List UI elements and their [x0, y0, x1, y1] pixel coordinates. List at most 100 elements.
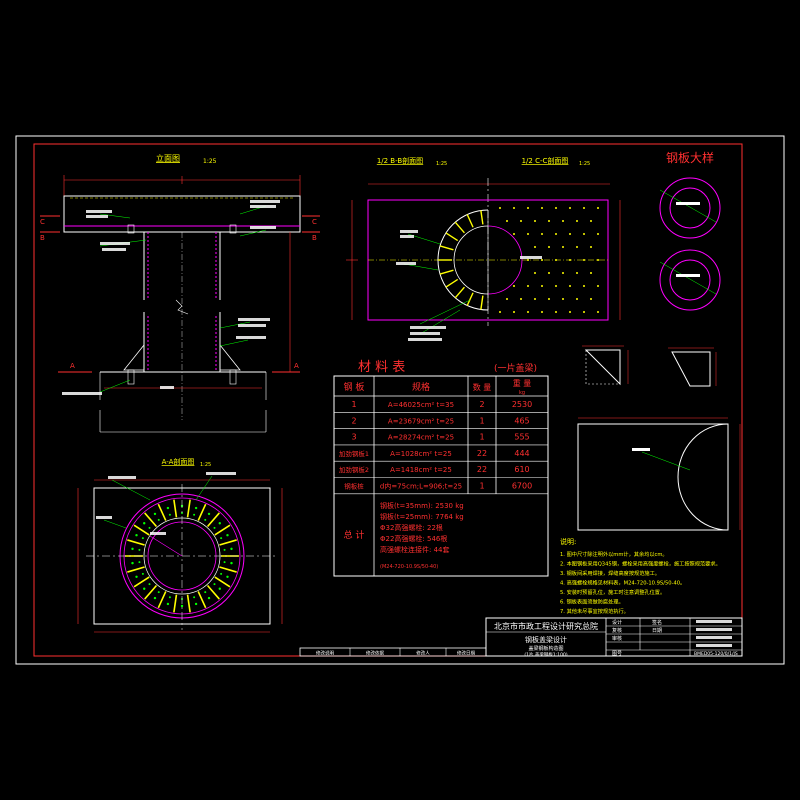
revision-strip: 修改说明 修改依据 修改人 修改日期: [299, 647, 487, 657]
note-line: 4. 高强螺栓规格见材料表，M24-720-10.9S/50-40。: [560, 579, 685, 587]
note-line: 5. 安装时预留孔位，施工时注意调整孔位置。: [560, 588, 665, 596]
table-cell-spec: d内=75cm;L=906;t=25: [380, 482, 462, 491]
material-note: (一片盖梁): [494, 362, 537, 374]
bolt-dot: [548, 220, 550, 222]
bolt-dot: [223, 561, 226, 564]
elevation-view: 立面图 1:25: [40, 153, 320, 433]
table-cell-name: 钢板桩: [344, 482, 364, 491]
bolt-dot: [226, 575, 229, 578]
section-mark-c-left: C: [40, 218, 45, 226]
stiffener-mark: [144, 584, 158, 600]
bolt-dot: [513, 285, 515, 287]
date-label: 日期: [652, 628, 662, 634]
bolt-dot: [220, 537, 223, 540]
note-line: 3. 钢板间采用焊接，焊缝高度按规范施工。: [560, 569, 660, 577]
header-spec: 规格: [412, 381, 430, 393]
bolt-dot: [131, 561, 134, 565]
bolt-dot: [527, 259, 529, 261]
elevation-scale: 1:25: [203, 158, 217, 165]
outer-border: [15, 135, 785, 665]
header-plate: 钢 板: [344, 381, 365, 393]
section-mark-a-left: A: [70, 362, 75, 370]
bolt-dot: [597, 207, 599, 209]
bolt-dot: [138, 548, 141, 551]
bolt-dot: [583, 285, 585, 287]
bolt-dot: [569, 233, 571, 235]
section-aa-title: A-A剖面图: [162, 457, 195, 466]
table-cell-name: 3: [351, 433, 356, 442]
stiffener-mark: [173, 594, 178, 613]
stiffener-mark: [439, 269, 454, 275]
table-cell-weight: 555: [514, 433, 529, 442]
total-label: 总 计: [344, 529, 365, 541]
stiffener-mark: [219, 539, 237, 546]
bolt-dot: [223, 548, 226, 551]
bolt-dot: [218, 522, 221, 525]
bolt-dot: [499, 207, 501, 209]
bolt-dot: [562, 272, 564, 274]
material-title: 材 料 表: [358, 360, 405, 375]
detail-title: 钢板大样: [666, 150, 714, 165]
stiffener-mark: [219, 566, 237, 573]
note-line: 7. 其他未尽事宜按规范执行。: [560, 607, 629, 615]
table-cell-weight: 444: [514, 449, 529, 458]
bolt-dot: [148, 583, 151, 586]
bolt-dot: [555, 285, 557, 287]
bolt-dot: [534, 220, 536, 222]
table-cell-name: 加劲钢板1: [339, 449, 369, 458]
elevation-title: 立面图: [156, 153, 180, 163]
table-cell-spec: A=28274cm² t=25: [388, 434, 454, 442]
bolt-dot: [590, 220, 592, 222]
header-qty: 数 量: [473, 382, 492, 392]
role-check: 复核: [612, 627, 622, 634]
bolt-dot: [576, 298, 578, 300]
total-line: Φ22高强螺栓: 546根: [380, 534, 447, 543]
table-cell-qty: 1: [479, 482, 484, 491]
bolt-dot: [213, 526, 216, 529]
stiffener-mark: [127, 566, 145, 573]
stiffener-mark: [186, 594, 191, 613]
section-aa: A-A剖面图 1:25: [77, 457, 283, 633]
bolt-dot: [143, 587, 146, 590]
bolt-dot: [148, 526, 151, 529]
total-line: 钢板(t=25mm): 7764 kg: [380, 512, 464, 521]
bolt-dot: [597, 233, 599, 235]
plate-details: 钢板大样: [577, 150, 741, 531]
bolt-dot: [583, 207, 585, 209]
section-mark-b-left: B: [40, 234, 45, 242]
bolt-dot: [166, 506, 170, 510]
stiffener-mark: [214, 524, 231, 536]
stiffener-mark: [480, 210, 484, 225]
bolt-dot: [527, 285, 529, 287]
bolt-dot: [555, 259, 557, 261]
bolt-dot: [226, 534, 229, 537]
bolt-dot: [141, 537, 144, 540]
stiffener-mark: [466, 292, 474, 306]
bolt-dot: [590, 272, 592, 274]
bolt-dot: [135, 534, 138, 537]
bolt-dot: [548, 298, 550, 300]
bolt-dot: [168, 596, 171, 599]
bolt-dot: [220, 572, 223, 575]
note-line: 2. 本图钢板采用Q345钢，螺栓采用高强度螺栓，施工按照规范要求。: [560, 560, 721, 568]
project-name: 钢板盖梁设计: [525, 635, 567, 644]
bolt-dot: [513, 233, 515, 235]
bolt-dot: [520, 298, 522, 300]
stiffener-mark: [197, 503, 207, 521]
totals-note: (M24-720-10.9S/50-40): [380, 564, 438, 570]
table-cell-qty: 22: [477, 465, 487, 474]
bolt-dot: [555, 233, 557, 235]
table-cell-spec: A=1418cm² t=25: [390, 466, 452, 474]
title-block: 北京市市政工程设计研究总院 钢板盖梁设计 盖梁钢板构造图 (1片 盖梁钢板1:1…: [485, 617, 743, 658]
bolt-dot: [583, 259, 585, 261]
table-cell-qty: 1: [479, 433, 484, 442]
bolt-dot: [548, 246, 550, 248]
stiffener-mark: [454, 221, 465, 234]
header-weight: 重 量: [513, 378, 532, 388]
bolt-dot: [597, 311, 599, 313]
stiffener-mark: [454, 286, 465, 299]
bolt-dot: [562, 220, 564, 222]
bolt-dot: [513, 207, 515, 209]
section-mark-a-right: A: [294, 362, 299, 370]
